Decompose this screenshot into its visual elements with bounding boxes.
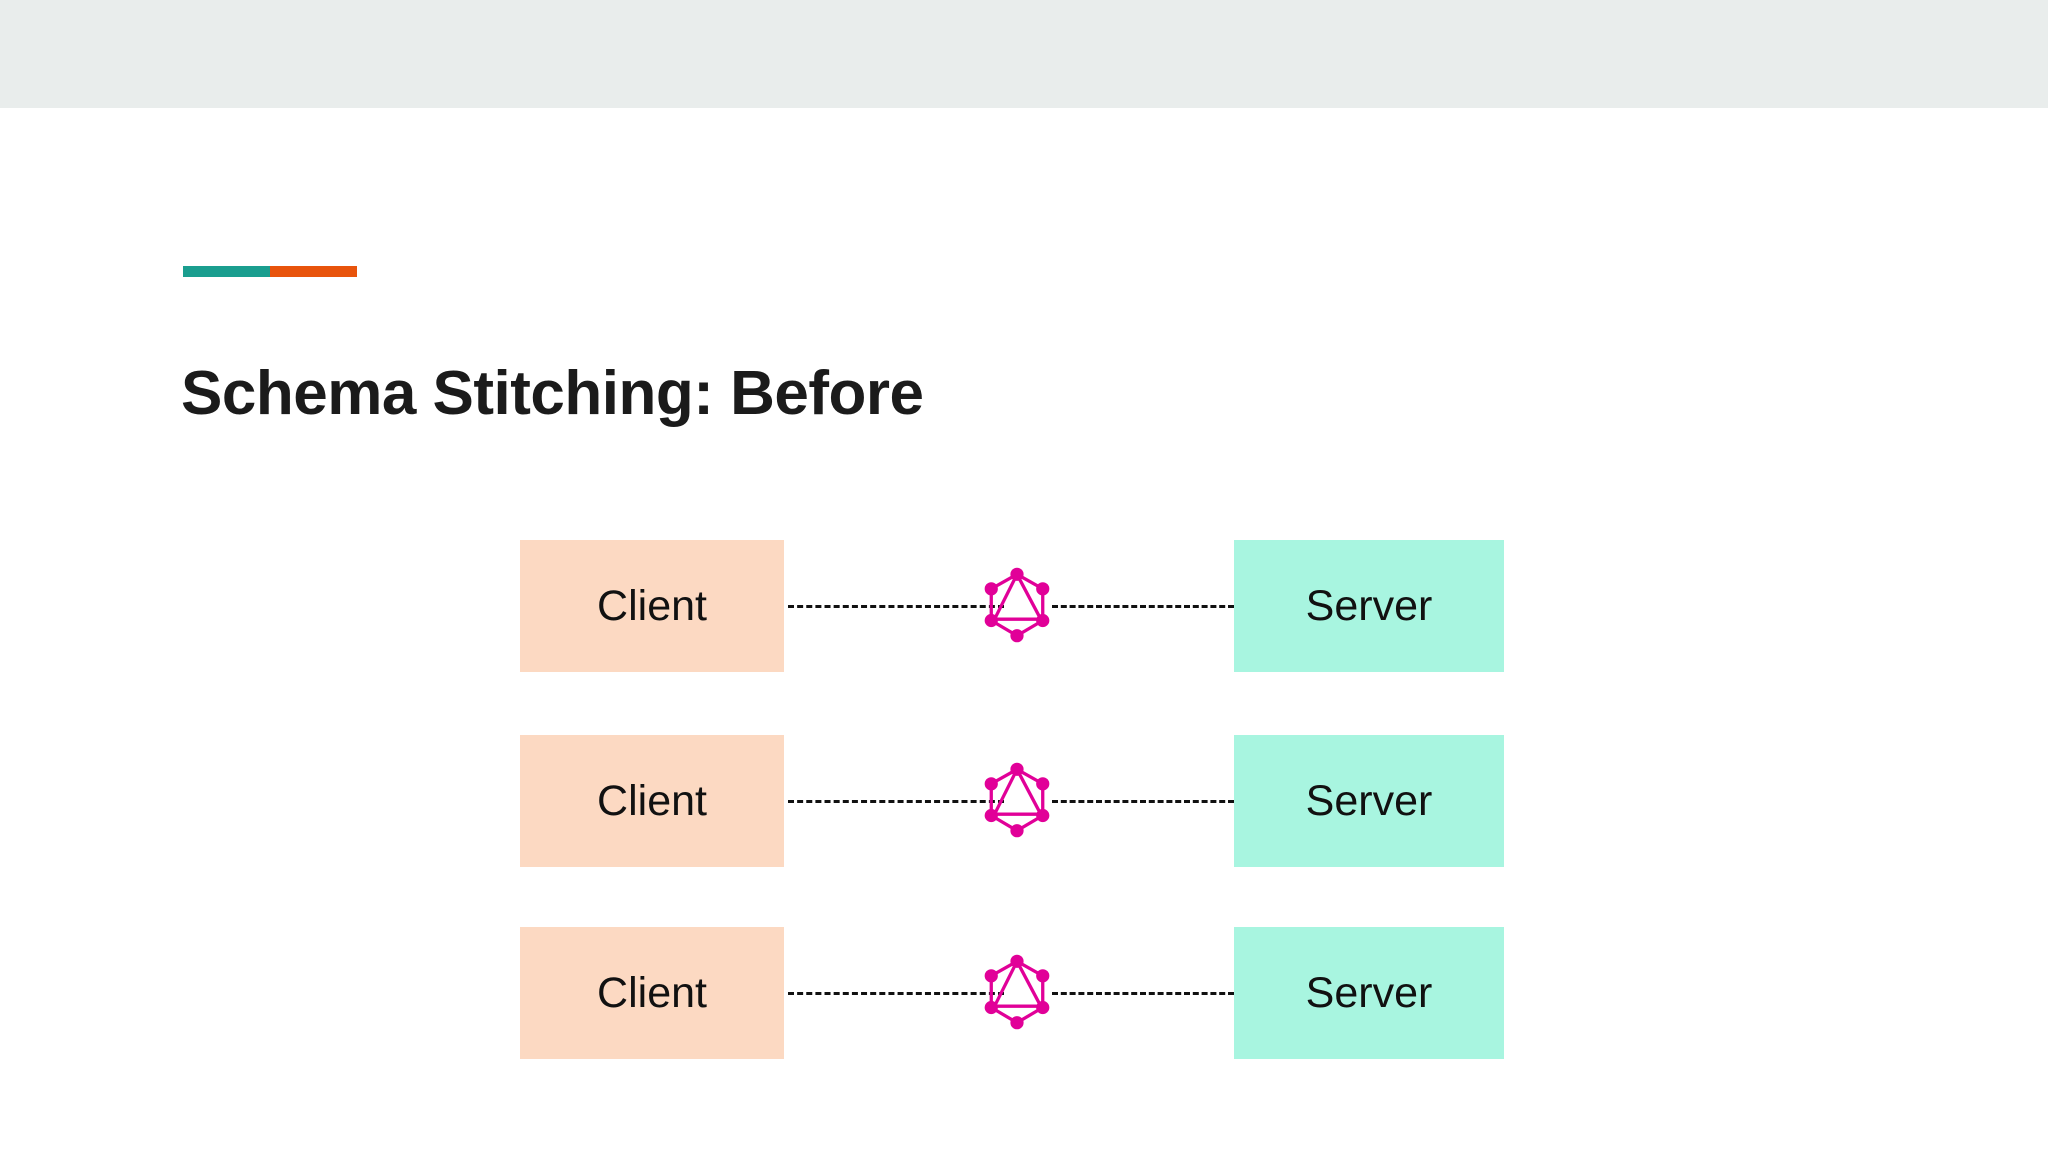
diagram-row: Client [520, 927, 1510, 1059]
client-node-label: Client [597, 968, 707, 1017]
connector-dashed-left [788, 992, 1004, 998]
server-node-label: Server [1305, 776, 1433, 825]
connector-dashed-right [1052, 992, 1234, 998]
graphql-logo-icon [984, 954, 1050, 1030]
connector-dashed-right [1052, 605, 1234, 611]
server-node-label: Server [1305, 581, 1433, 630]
client-node-label: Client [597, 581, 707, 630]
client-node: Client [520, 540, 784, 672]
server-node-label: Server [1305, 968, 1433, 1017]
graphql-logo-icon [984, 762, 1050, 838]
accent-segment-orange [270, 266, 357, 277]
server-node: Server [1234, 927, 1504, 1059]
server-node: Server [1234, 540, 1504, 672]
title-accent-rule [183, 266, 357, 277]
diagram-row: Client [520, 735, 1510, 867]
connector-dashed-right [1052, 800, 1234, 806]
connector-dashed-left [788, 605, 1004, 611]
client-node: Client [520, 735, 784, 867]
accent-segment-teal [183, 266, 270, 277]
client-node: Client [520, 927, 784, 1059]
graphql-logo-icon [984, 567, 1050, 643]
server-node: Server [1234, 735, 1504, 867]
connector-dashed-left [788, 800, 1004, 806]
page-title: Schema Stitching: Before [181, 358, 924, 428]
client-node-label: Client [597, 776, 707, 825]
diagram-row: Client [520, 540, 1510, 672]
top-decorative-band [0, 0, 2048, 108]
